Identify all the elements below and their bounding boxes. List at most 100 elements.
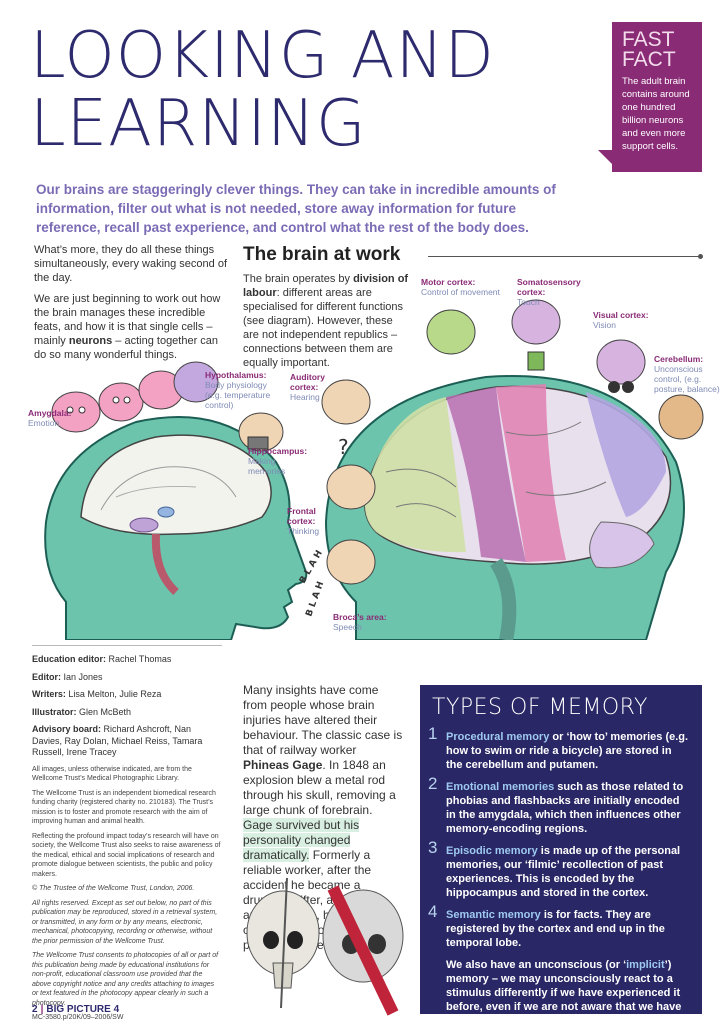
implicit-term: implicit — [626, 959, 665, 971]
gage-name: Phineas Gage — [243, 758, 323, 772]
memory-term: Semantic memory — [446, 909, 541, 921]
page-headline: LOOKING AND LEARNING — [30, 22, 600, 158]
label-title: Amygdala: — [28, 408, 72, 418]
cerebellum-region — [589, 521, 655, 569]
emotion-cartoon-2 — [98, 382, 144, 422]
motor-cortex-region — [446, 387, 526, 562]
label-desc: Making memories — [248, 456, 286, 476]
page-footer: 2|BIG PICTURE 4 — [32, 1004, 119, 1015]
gage-highlight: Gage survived but his personality change… — [243, 818, 360, 862]
hippocampus-cartoon — [238, 412, 284, 452]
memory-number: 1 — [428, 724, 438, 743]
label-desc: Body physiology (e.g. temperature contro… — [205, 380, 271, 410]
brain-at-work-text: The brain operates by division of labour… — [243, 272, 411, 370]
credit-value: Ian Jones — [61, 671, 103, 682]
memory-item-1: 1 Procedural memory or ‘how to’ memories … — [428, 725, 690, 772]
credit-education-editor: Education editor: Rachel Thomas — [32, 654, 222, 666]
label-title: Broca’s area: — [333, 612, 387, 622]
blah-text-2: B L A H — [304, 580, 326, 618]
label-auditory-cortex: Auditory cortex:Hearing — [290, 372, 340, 402]
brain-at-work-heading: The brain at work — [243, 244, 401, 265]
label-title: Somatosensory cortex: — [517, 277, 581, 297]
credit-rights: All rights reserved. Except as set out b… — [32, 899, 218, 945]
skull-photo-left — [246, 878, 320, 1009]
phineas-gage-text: Many insights have come from people whos… — [243, 683, 403, 953]
label-desc: Speech — [333, 622, 362, 632]
brain-text-bold: division of labour — [243, 273, 409, 299]
credit-value: Glen McBeth — [76, 706, 132, 717]
label-amygdala: Amygdala:Emotion — [28, 408, 88, 428]
col1-text: We are just beginning to work out how th… — [34, 293, 221, 347]
col1-text-end: – acting together can do so many wonderf… — [34, 335, 219, 361]
credit-value: Lisa Melton, Julie Reza — [65, 689, 162, 699]
memory-text: such as those related to phobias and fla… — [446, 781, 684, 835]
label-desc: Unconscious control, (e.g. posture, bala… — [654, 364, 720, 394]
label-somatosensory: Somatosensory cortex:Touch — [517, 277, 607, 307]
memory-term: Emotional memories — [446, 781, 555, 793]
headline-line-2: LEARNING — [30, 87, 367, 161]
label-desc: Hearing — [290, 392, 320, 402]
label-title: Auditory cortex: — [290, 372, 325, 392]
brain-text-c: : different areas are specialised for di… — [243, 287, 403, 369]
skull-illustration — [246, 878, 404, 1016]
credit-consent: The Wellcome Trust consents to photocopi… — [32, 952, 219, 1007]
memory-implicit-text: We also have an unconscious (or ‘implici… — [432, 958, 690, 1028]
label-frontal-cortex: Frontal cortex:Thinking — [287, 506, 337, 536]
left-column-text: What’s more, they do all these things si… — [34, 243, 229, 369]
credit-label: Writers: — [32, 689, 66, 699]
memory-item-2: 2 Emotional memories such as those relate… — [428, 775, 690, 836]
label-desc: Control of movement — [421, 287, 500, 297]
memory-number: 2 — [428, 774, 438, 793]
fast-fact-title-1: FAST — [622, 28, 675, 51]
cerebellum-cartoon — [658, 394, 704, 440]
col1-bold-neurons: neurons — [68, 335, 113, 347]
broca-cartoon — [326, 539, 376, 585]
memory-text: is for facts. They are registered by the… — [446, 909, 665, 949]
label-desc: Touch — [517, 297, 540, 307]
credit-value: Richard Ashcroft, Nan Davies, Ray Dolan,… — [32, 724, 203, 757]
label-motor-cortex: Motor cortex:Control of movement — [421, 277, 501, 297]
label-hypothalamus: Hypothalamus:Body physiology (e.g. tempe… — [205, 370, 280, 410]
intro-text: Our brains are staggeringly clever thing… — [36, 182, 556, 235]
label-title: Hippocampus: — [248, 446, 308, 456]
fast-fact-box: FAST FACT The adult brain contains aroun… — [598, 22, 702, 172]
credit-writers: Writers: Lisa Melton, Julie Reza — [32, 689, 222, 701]
skull-render-right — [322, 885, 404, 1016]
visual-cortex-region — [586, 392, 666, 517]
auditory-cartoon — [321, 379, 371, 425]
label-title: Cerebellum: — [654, 354, 704, 364]
label-title: Visual cortex: — [593, 310, 649, 320]
credit-trust-note: The Wellcome Trust is an independent bio… — [32, 789, 216, 826]
label-brocas-area: Broca’s area:Speech — [333, 612, 403, 632]
label-cerebellum: Cerebellum:Unconscious control, (e.g. po… — [654, 354, 726, 394]
credit-label: Advisory board: — [32, 724, 102, 734]
gage-text-2: . In 1848 an explosion blew a metal rod … — [243, 758, 396, 817]
credit-editor: Editor: Ian Jones — [32, 672, 222, 684]
hypothalamus-cartoon — [173, 361, 219, 403]
memory-term: Episodic memory — [446, 845, 538, 857]
frontal-region — [364, 397, 466, 553]
motor-cartoon — [426, 309, 476, 355]
memory-text: is made up of the personal memories, our… — [446, 845, 681, 899]
footer-separator: | — [40, 1004, 44, 1015]
col1-paragraph-2: We are just beginning to work out how th… — [34, 292, 229, 362]
fast-fact-title-2: FACT — [622, 48, 676, 71]
implicit-text-a: We also have an unconscious (or ‘ — [446, 959, 627, 971]
label-visual-cortex: Visual cortex:Vision — [593, 310, 663, 330]
left-amygdala — [129, 517, 159, 533]
memory-number: 3 — [428, 838, 438, 857]
gage-text-1: Many insights have come from people whos… — [243, 683, 403, 757]
label-title: Motor cortex: — [421, 277, 476, 287]
credits-panel: Education editor: Rachel Thomas Editor: … — [32, 645, 222, 1028]
label-desc: Vision — [593, 320, 616, 330]
implicit-text-b: ’) memory – we may unconsciously react t… — [446, 959, 682, 1027]
publication-title: BIG PICTURE 4 — [46, 1004, 120, 1015]
memory-term: Procedural memory — [446, 731, 550, 743]
question-mark: ? — [338, 435, 349, 459]
memory-text: or ‘how to’ memories (e.g. how to swim o… — [446, 731, 689, 771]
somatosensory-region — [496, 384, 566, 562]
credit-label: Editor: — [32, 671, 61, 682]
left-brain-outline — [80, 434, 272, 536]
